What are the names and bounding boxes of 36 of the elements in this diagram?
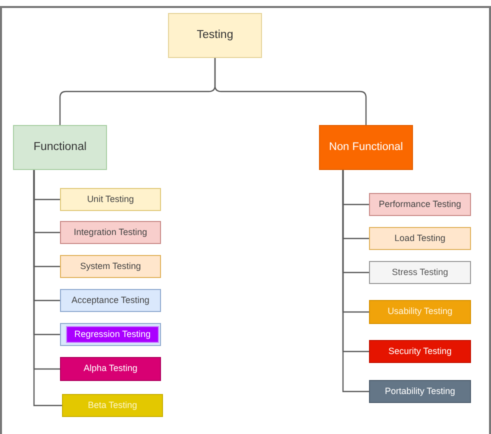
connector-line bbox=[214, 58, 367, 125]
item-box bbox=[60, 255, 161, 278]
item-box bbox=[369, 227, 471, 250]
node-text: Non Functional bbox=[329, 140, 403, 154]
node-text: Usability Testing bbox=[388, 306, 452, 318]
node-text: Stress Testing bbox=[392, 266, 448, 278]
item-box bbox=[369, 340, 471, 363]
item-box bbox=[369, 300, 471, 324]
category-box bbox=[13, 125, 107, 170]
item-box bbox=[369, 380, 471, 403]
item-box bbox=[60, 357, 161, 381]
node-text: Portability Testing bbox=[384, 386, 456, 398]
item-box bbox=[60, 221, 161, 244]
category-box bbox=[319, 125, 413, 170]
node-text: Regression Testing bbox=[74, 328, 151, 340]
node-text: Acceptance Testing bbox=[72, 294, 150, 306]
node-text: Security Testing bbox=[388, 346, 452, 358]
item-box bbox=[66, 326, 159, 343]
item-box bbox=[60, 188, 161, 211]
item-box bbox=[369, 193, 471, 216]
node-text: Beta Testing bbox=[88, 400, 138, 412]
node-text: System Testing bbox=[80, 260, 141, 272]
node-text: Functional bbox=[33, 140, 87, 155]
connector-line bbox=[33, 170, 62, 406]
item-box bbox=[369, 261, 471, 284]
node-text: Load Testing bbox=[394, 232, 446, 244]
node-text: Integration Testing bbox=[74, 226, 148, 238]
node-text: Performance Testing bbox=[378, 198, 462, 210]
node-text: Alpha Testing bbox=[84, 363, 138, 375]
node-text: Testing bbox=[196, 28, 234, 43]
connector-line bbox=[342, 170, 369, 392]
item-box bbox=[62, 394, 163, 417]
item-box bbox=[60, 289, 161, 312]
empty-frame bbox=[60, 323, 161, 346]
root-box bbox=[168, 13, 262, 58]
node-text: Unit Testing bbox=[87, 194, 134, 206]
